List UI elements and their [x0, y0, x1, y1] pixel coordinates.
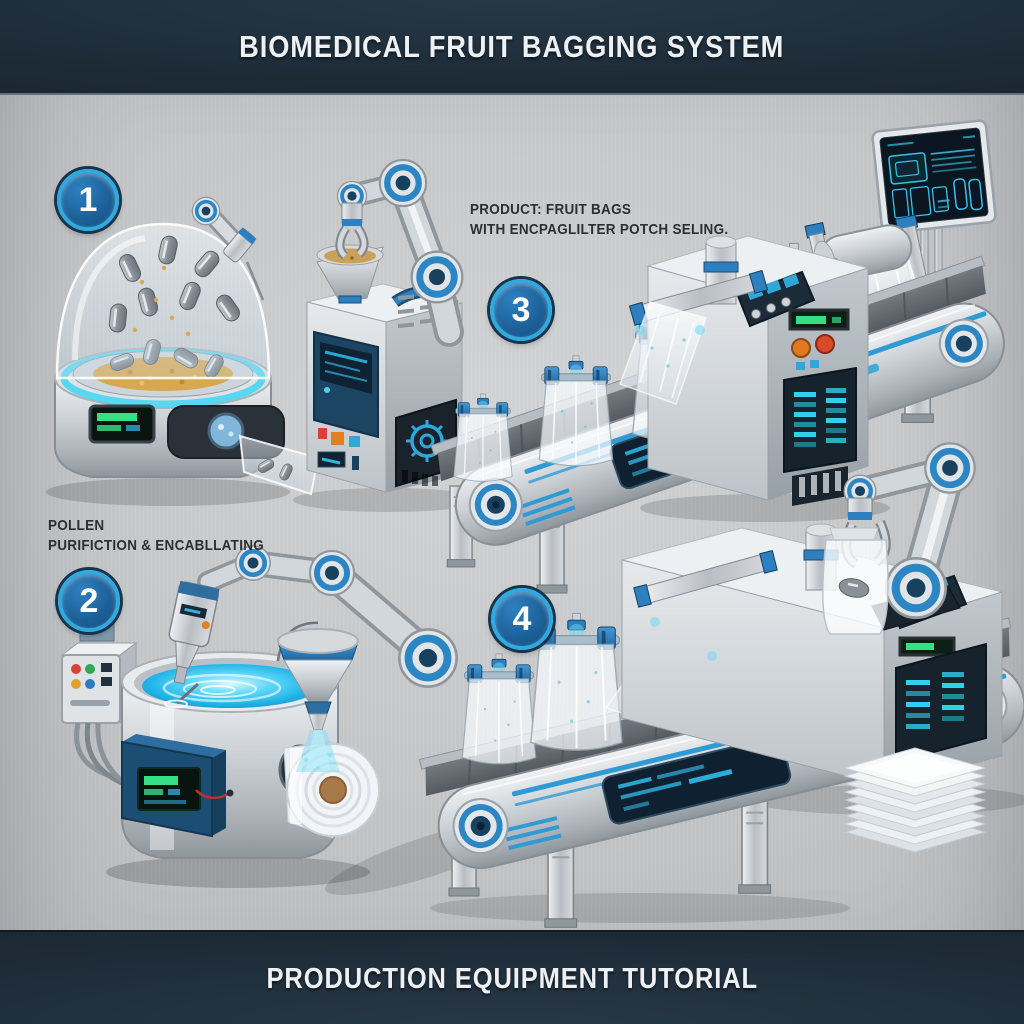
vat-display-panel [121, 734, 226, 838]
robot-arm-1 [335, 160, 462, 347]
orange-knob [791, 338, 811, 358]
blue-button [85, 679, 95, 689]
fruit-bag [461, 653, 537, 765]
step-badge-2: 2 [58, 570, 120, 632]
bottom-banner: PRODUCTION EQUIPMENT TUTORIAL [0, 930, 1024, 1024]
angled-control-panel-3 [736, 270, 816, 328]
picked-bag [822, 527, 889, 635]
pollen-note-line2: PURIFICTION & ENCABLLATING [48, 536, 265, 554]
pollen-note-line1: POLLEN [48, 517, 105, 534]
stirrer-probe [168, 580, 220, 685]
sheet-stack [843, 747, 987, 853]
footer-title: PRODUCTION EQUIPMENT TUTORIAL [266, 962, 758, 995]
bagging-machine-3 [619, 235, 890, 522]
station-3-filling-conveyor [430, 119, 1005, 594]
page-title: BIOMEDICAL FRUIT BAGGING SYSTEM [239, 28, 785, 64]
green-button [85, 664, 95, 674]
step-badge-3: 3 [490, 279, 552, 341]
amber-button [71, 679, 81, 689]
product-note-line2: WITH ENCPAGLILTER POTCH SELING. [470, 220, 729, 238]
product-note: PRODUCT: FRUIT BAGS WITH ENCPAGLILTER PO… [470, 200, 728, 240]
syringe-arm [190, 195, 265, 301]
conveyor-leg [737, 798, 772, 895]
fruit-bag [538, 355, 614, 467]
glass-dome [55, 222, 271, 380]
top-banner: BIOMEDICAL FRUIT BAGGING SYSTEM [0, 0, 1024, 95]
granulator-cube [306, 244, 463, 493]
gripper [337, 226, 349, 258]
roll-core [319, 776, 347, 804]
station-4-sealing-conveyor [418, 443, 1024, 929]
robot-arm-2 [164, 546, 457, 709]
product-note-line1: PRODUCT: FRUIT BAGS [470, 201, 632, 218]
spray-funnel [276, 621, 359, 772]
status-monitor [871, 119, 997, 297]
needle [245, 261, 265, 301]
mixer-display [88, 404, 156, 444]
step-badge-4: 4 [491, 588, 553, 650]
collection-scoop [238, 434, 320, 496]
pollen-note: POLLEN PURIFICTION & ENCABLLATING [48, 516, 264, 556]
tower-panel-3 [783, 308, 857, 506]
fruit-bag [453, 393, 513, 482]
tower-panel-4 [895, 636, 987, 764]
capsule-outlet-chute [167, 405, 320, 496]
red-button [71, 664, 81, 674]
step-badge-1: 1 [57, 169, 119, 231]
red-knob [815, 334, 835, 354]
cube-control-panel [313, 330, 379, 470]
capsule-in-bag [838, 578, 870, 598]
belt-display-4 [601, 736, 792, 825]
station-1-capsule-mixing-dome [46, 160, 483, 512]
robot-arm-4 [822, 443, 975, 635]
station-2-purification-vat [60, 546, 535, 895]
